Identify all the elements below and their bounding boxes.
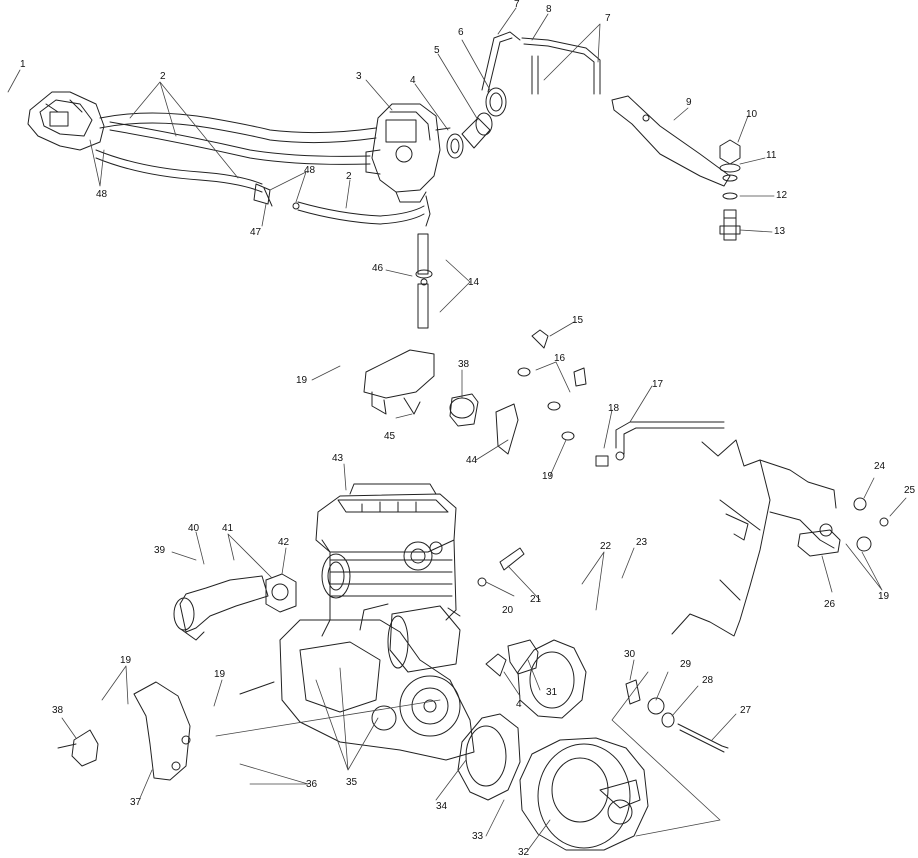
stator-plate <box>457 713 521 801</box>
bolt-stack <box>719 139 741 241</box>
callout-45: 45 <box>384 431 396 442</box>
drive-belt-tube <box>477 547 525 587</box>
callout-2: 2 <box>160 71 166 82</box>
callout-20: 20 <box>502 605 514 616</box>
callout-19c: 19 <box>878 591 890 602</box>
callout-17: 17 <box>652 379 664 390</box>
callout-18: 18 <box>608 403 620 414</box>
fuel-line-fittings <box>415 233 433 329</box>
clutch-bolts <box>625 679 729 753</box>
callout-14: 14 <box>468 277 480 288</box>
callout-13: 13 <box>774 226 786 237</box>
callout-6: 6 <box>458 27 464 38</box>
mount-plate <box>495 329 587 455</box>
callout-46: 46 <box>372 263 384 274</box>
callout-29: 29 <box>680 659 692 670</box>
callout-32: 32 <box>518 847 530 858</box>
callout-15: 15 <box>572 315 584 326</box>
callout-9: 9 <box>686 97 692 108</box>
engine-bracket-left <box>133 681 191 781</box>
callout-4b: 4 <box>516 699 522 710</box>
callout-24: 24 <box>874 461 886 472</box>
callout-48b: 48 <box>96 189 108 200</box>
callout-19a: 19 <box>296 375 308 386</box>
clutch-spacer <box>485 639 539 677</box>
fuel-filter <box>253 183 300 210</box>
callout-36: 36 <box>306 779 318 790</box>
callout-22: 22 <box>600 541 612 552</box>
callout-37: 37 <box>130 797 142 808</box>
clutch-housing <box>517 639 587 719</box>
fuel-hoses <box>95 112 425 225</box>
engine-mount-bracket <box>363 349 435 415</box>
leader-lines <box>7 7 907 851</box>
callout-48a: 48 <box>304 165 316 176</box>
mount-bracket <box>611 95 731 187</box>
rear-frame <box>671 439 837 637</box>
callout-5: 5 <box>434 45 440 56</box>
callout-2b: 2 <box>346 171 352 182</box>
engine-case <box>239 603 475 761</box>
callout-28: 28 <box>702 675 714 686</box>
exhaust-manifold <box>173 575 269 641</box>
callout-8: 8 <box>546 4 552 15</box>
callout-39: 39 <box>154 545 166 556</box>
callout-21: 21 <box>530 594 542 605</box>
callout-10: 10 <box>746 109 758 120</box>
callout-3: 3 <box>356 71 362 82</box>
frame-hardware <box>797 497 889 557</box>
callout-19b: 19 <box>542 471 554 482</box>
callout-19d: 19 <box>120 655 132 666</box>
callout-47: 47 <box>250 227 262 238</box>
callout-41: 41 <box>222 523 234 534</box>
callout-7: 7 <box>514 0 520 10</box>
callout-1: 1 <box>20 59 26 70</box>
callout-26: 26 <box>824 599 836 610</box>
callout-38a: 38 <box>458 359 470 370</box>
drive-clutch <box>519 737 649 851</box>
callout-42: 42 <box>278 537 290 548</box>
left-mount <box>57 729 99 767</box>
callout-4: 4 <box>410 75 416 86</box>
callout-16: 16 <box>554 353 566 364</box>
callout-34: 34 <box>436 801 448 812</box>
air-box <box>27 91 105 151</box>
engine-cylinder <box>321 539 457 637</box>
callout-38b: 38 <box>52 705 64 716</box>
callout-43: 43 <box>332 453 344 464</box>
carburetor <box>365 103 451 227</box>
callout-25: 25 <box>904 485 916 496</box>
callout-33: 33 <box>472 831 484 842</box>
callout-44: 44 <box>466 455 478 466</box>
starter-motor <box>387 605 461 673</box>
callout-12: 12 <box>776 190 788 201</box>
intake-boots <box>446 87 507 159</box>
callout-7b: 7 <box>605 13 611 24</box>
vent-hoses <box>481 31 601 95</box>
exhaust-rod <box>595 421 725 467</box>
callout-30: 30 <box>624 649 636 660</box>
callout-27: 27 <box>740 705 752 716</box>
callout-11: 11 <box>766 150 777 161</box>
callout-40: 40 <box>188 523 200 534</box>
rubber-mount <box>449 393 479 427</box>
callout-19e: 19 <box>214 669 226 680</box>
callout-23: 23 <box>636 537 648 548</box>
exhaust-gasket <box>265 573 297 613</box>
callout-35: 35 <box>346 777 358 788</box>
callout-31: 31 <box>546 687 558 698</box>
